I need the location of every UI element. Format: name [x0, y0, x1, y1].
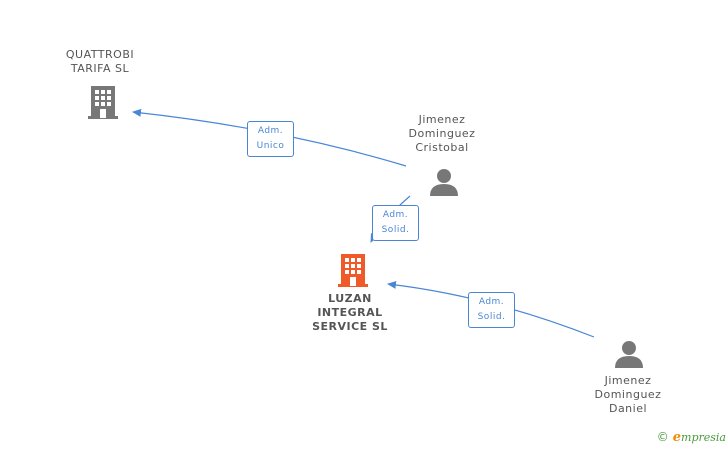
edge-badge-adm-solid-cristobal[interactable]: Adm. Solid. — [372, 205, 419, 241]
copyright-symbol: © — [656, 430, 669, 444]
person-label-cristobal[interactable]: Jimenez Dominguez Cristobal — [408, 113, 476, 154]
person-icon — [615, 341, 643, 368]
edge-badge-adm-solid-daniel[interactable]: Adm. Solid. — [468, 292, 515, 328]
brand-name: mpresia — [681, 431, 726, 444]
building-icon — [88, 86, 118, 119]
company-label-quattrobi[interactable]: QUATTROBI TARIFA SL — [65, 48, 135, 75]
main-building-icon — [338, 254, 368, 287]
edge-badge-adm-unico[interactable]: Adm. Unico — [247, 121, 294, 157]
empresia-logo[interactable]: ©empresia — [657, 430, 726, 445]
person-label-daniel[interactable]: Jimenez Dominguez Daniel — [594, 374, 662, 415]
person-icon — [430, 169, 458, 196]
brand-initial: e — [672, 430, 682, 445]
company-label-luzan[interactable]: LUZAN INTEGRAL SERVICE SL — [312, 292, 388, 333]
